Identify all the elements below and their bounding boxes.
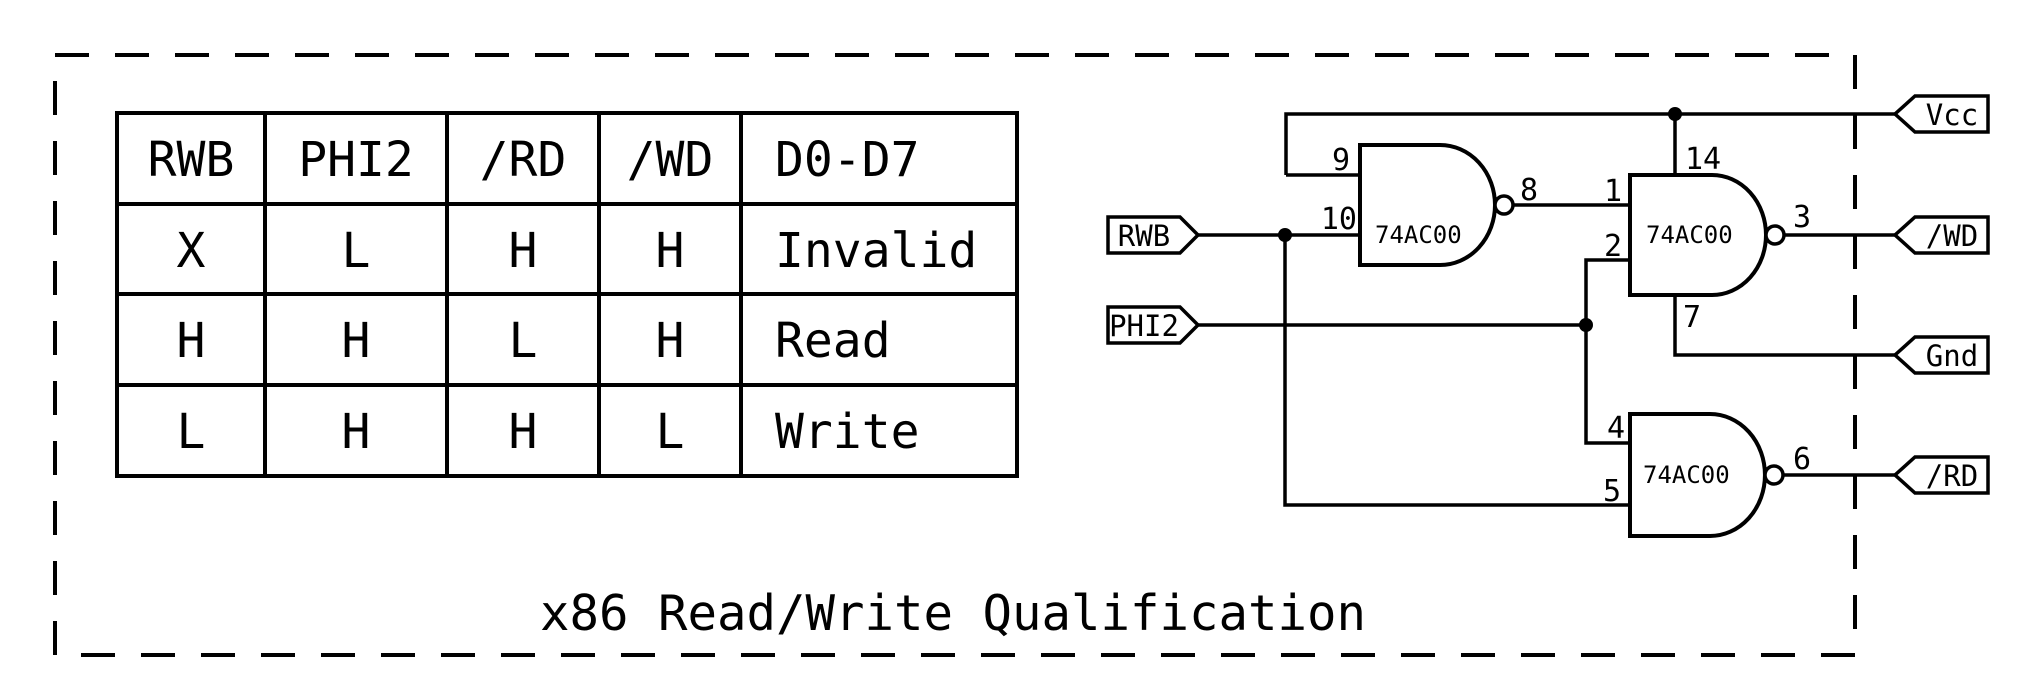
inverter-bubble [1764,224,1786,246]
nand-gate-2: 74AC00 1 2 3 14 7 [1604,142,1811,335]
gate-part-label: 74AC00 [1375,221,1462,249]
table-cell: L [342,223,371,279]
pin-number: 4 [1607,411,1625,446]
pin-number: 5 [1603,474,1621,509]
wire-vcc-rail [1284,112,1895,175]
input-flag-shape [1106,305,1201,345]
truth-table: RWB PHI2 /RD /WD D0-D7 X L H H Invalid H… [115,111,1019,478]
table-cell: H [509,404,538,460]
nand-gate-1: 74AC00 9 10 8 [1321,143,1538,267]
table-cell: Write [775,404,920,460]
input-flag-shape [1106,215,1201,255]
net-flag-rwb: RWB [1106,215,1201,255]
table-cell: Invalid [775,223,977,279]
wires [1198,107,1895,507]
pin-number: 6 [1793,442,1811,477]
gate-part-label: 74AC00 [1646,221,1733,249]
gate-part-label: 74AC00 [1643,461,1730,489]
table-cell: H [342,313,371,369]
output-flag-shape [1892,455,1990,495]
net-flag-phi2: PHI2 [1106,305,1201,345]
pin-number: 8 [1520,173,1538,208]
net-label: RWB [1118,219,1170,253]
junction-dot [1668,107,1682,121]
pin-number: 7 [1683,300,1701,335]
inverter-bubble [1493,194,1515,216]
table-cell: Read [775,313,891,369]
pin-number: 10 [1321,202,1357,237]
net-flag-rd: /RD [1892,455,1990,495]
net-label: Vcc [1926,98,1978,132]
table-cell: H [656,223,685,279]
junction-dot [1278,228,1292,242]
table-cell: H [342,404,371,460]
wire-phi2-pin2 [1584,258,1630,325]
sheet-title: x86 Read/Write Qualification [540,585,1366,642]
table-cell: X [177,223,206,279]
table-cell: H [656,313,685,369]
table-header: RWB [148,132,235,188]
net-label: Gnd [1926,339,1978,373]
output-flag-shape [1892,335,1990,375]
net-label: PHI2 [1109,309,1179,343]
table-header: /WD [627,132,714,188]
table-cell: L [656,404,685,460]
table-header: PHI2 [298,132,414,188]
junction-dot [1579,318,1593,332]
net-flag-gnd: Gnd [1892,335,1990,375]
table-cell: H [509,223,538,279]
table-header: /RD [480,132,567,188]
pin-number: 3 [1793,200,1811,235]
pin-number: 2 [1604,229,1622,264]
pin-number: 1 [1604,174,1622,209]
table-header: D0-D7 [775,132,920,188]
nand-gate-3: 74AC00 4 5 6 [1603,411,1811,538]
net-label: /WD [1926,219,1978,253]
table-cell: H [177,313,206,369]
output-flag-shape [1892,94,1990,134]
wire-phi2-pin4 [1584,325,1630,445]
pin-number: 9 [1332,143,1350,178]
net-flag-vcc: Vcc [1892,94,1990,134]
output-flag-shape [1892,215,1990,255]
table-cell: L [509,313,538,369]
wire-pin7-gnd [1673,295,1895,357]
inverter-bubble [1763,464,1785,486]
table-cell: L [177,404,206,460]
wire-rwb-branch-pin5 [1283,235,1630,507]
net-label: /RD [1926,459,1978,493]
net-flag-wd: /WD [1892,215,1990,255]
pin-number: 14 [1685,142,1721,177]
